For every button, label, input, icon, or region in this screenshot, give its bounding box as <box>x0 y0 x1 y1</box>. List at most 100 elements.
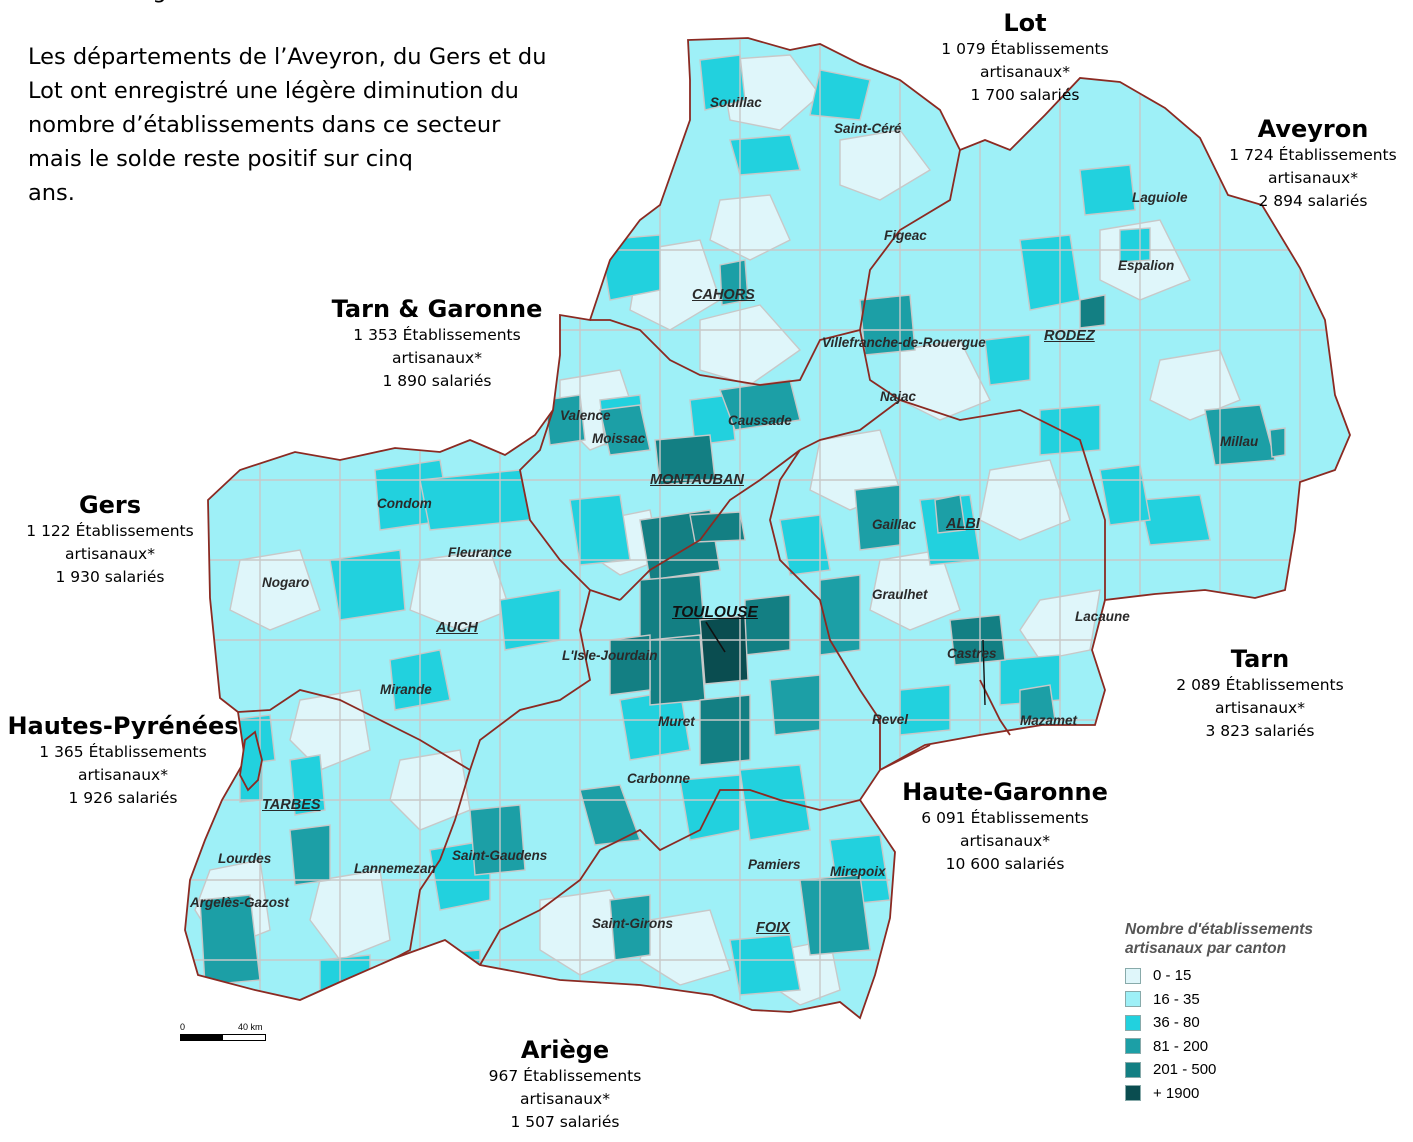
place-label-prefecture: RODEZ <box>1044 328 1095 344</box>
dept-name: Lot <box>1003 9 1047 37</box>
place-label: Muret <box>658 714 695 729</box>
place-label-prefecture: TARBES <box>262 797 321 813</box>
legend-item: 36 - 80 <box>1125 1011 1313 1035</box>
legend-item: 201 - 500 <box>1125 1058 1313 1082</box>
legend-label: 36 - 80 <box>1153 1014 1200 1032</box>
place-label: Revel <box>872 712 909 727</box>
intro-line: Les départements de l’Aveyron, du Gers e… <box>28 44 547 70</box>
place-label-prefecture: FOIX <box>756 920 790 936</box>
dept-unit: artisanaux* <box>1268 169 1358 187</box>
place-label: Saint-Céré <box>834 121 902 136</box>
legend-swatch <box>1125 967 1141 984</box>
dept-unit: artisanaux* <box>520 1090 610 1108</box>
legend-label: + 1900 <box>1153 1084 1200 1102</box>
legend-swatch <box>1125 1014 1141 1031</box>
dept-label-gers: Gers 1 122 Établissements artisanaux* 1 … <box>10 490 210 589</box>
place-label-prefecture: ALBI <box>946 516 980 532</box>
map-legend: Nombre d'établissements artisanaux par c… <box>1125 920 1313 1105</box>
dept-employees: 1 700 salariés <box>970 86 1080 104</box>
place-label: Moissac <box>592 431 646 446</box>
intro-line: mais le solde reste positif sur cinq <box>28 146 413 172</box>
dept-employees: 1 507 salariés <box>510 1113 620 1131</box>
dept-label-lot: Lot 1 079 Établissements artisanaux* 1 7… <box>920 8 1130 107</box>
intro-cut-line: ciments augmenté. <box>28 0 247 8</box>
legend-label: 201 - 500 <box>1153 1061 1217 1079</box>
place-label: Pamiers <box>748 857 801 872</box>
legend-swatch <box>1125 991 1141 1008</box>
place-label: Villefranche-de-Rouergue <box>822 335 986 350</box>
place-label: Espalion <box>1118 258 1175 273</box>
intro-line: ans. <box>28 180 75 206</box>
dept-establishments: 1 122 Établissements <box>26 522 194 540</box>
place-label: Argelès-Gazost <box>190 895 290 910</box>
dept-label-haute-garonne: Haute-Garonne 6 091 Établissements artis… <box>895 777 1115 876</box>
dept-employees: 10 600 salariés <box>945 855 1065 873</box>
place-label: Saint-Girons <box>592 916 674 931</box>
dept-name: Aveyron <box>1257 115 1369 143</box>
scale-start-label: 0 <box>180 1022 186 1032</box>
scale-graphic <box>180 1034 266 1041</box>
place-label: Najac <box>880 389 917 404</box>
place-label: L'Isle-Jourdain <box>562 648 658 663</box>
dept-employees: 1 890 salariés <box>382 372 492 390</box>
place-label: Graulhet <box>872 587 928 602</box>
place-label: Saint-Gaudens <box>452 848 548 863</box>
dept-name: Haute-Garonne <box>902 778 1108 806</box>
place-label: Lannemezan <box>354 861 436 876</box>
place-label: Lourdes <box>218 851 272 866</box>
dept-unit: artisanaux* <box>78 766 168 784</box>
department-boundaries <box>184 37 1351 1020</box>
intro-paragraph: ciments augmenté. Les départements de l’… <box>28 0 668 210</box>
dept-establishments: 6 091 Établissements <box>921 809 1089 827</box>
place-label: Figeac <box>884 228 927 243</box>
intro-line: Lot ont enregistré une légère diminution… <box>28 78 519 104</box>
place-label-prefecture: MONTAUBAN <box>650 472 744 488</box>
place-label: Nogaro <box>262 575 310 590</box>
legend-item: + 1900 <box>1125 1082 1313 1106</box>
place-label: Lacaune <box>1075 609 1130 624</box>
place-label: Carbonne <box>627 771 691 786</box>
place-label-prefecture: AUCH <box>436 620 478 636</box>
dept-unit: artisanaux* <box>960 832 1050 850</box>
legend-item: 0 - 15 <box>1125 964 1313 988</box>
dept-employees: 1 926 salariés <box>68 789 178 807</box>
dept-establishments: 1 724 Établissements <box>1229 146 1397 164</box>
legend-item: 16 - 35 <box>1125 988 1313 1012</box>
dept-unit: artisanaux* <box>65 545 155 563</box>
place-label-prefecture: TOULOUSE <box>672 604 758 621</box>
dept-name: Ariège <box>520 1036 610 1064</box>
dept-name: Gers <box>78 491 142 519</box>
place-label: Fleurance <box>448 545 512 560</box>
dept-unit: artisanaux* <box>392 349 482 367</box>
scale-bar: 0 40 km <box>180 1022 266 1041</box>
dept-establishments: 1 365 Établissements <box>39 743 207 761</box>
place-label: Gaillac <box>872 517 917 532</box>
dept-label-ariege: Ariège 967 Établissements artisanaux* 1 … <box>460 1035 670 1134</box>
dept-unit: artisanaux* <box>1215 699 1305 717</box>
legend-swatch <box>1125 1038 1141 1055</box>
legend-label: 16 - 35 <box>1153 990 1200 1008</box>
dept-unit: artisanaux* <box>980 63 1070 81</box>
dept-name: Hautes-Pyrénées <box>7 712 239 740</box>
place-label: Mirande <box>380 682 432 697</box>
dept-employees: 2 894 salariés <box>1258 192 1368 210</box>
legend-title-line2: artisanaux par canton <box>1125 940 1287 957</box>
dept-label-aveyron: Aveyron 1 724 Établissements artisanaux*… <box>1218 114 1408 213</box>
dept-employees: 1 930 salariés <box>55 568 165 586</box>
legend-label: 0 - 15 <box>1153 967 1192 985</box>
legend-item: 81 - 200 <box>1125 1035 1313 1059</box>
place-label: Souillac <box>710 95 762 110</box>
place-label: Caussade <box>728 413 792 428</box>
dept-label-tarn: Tarn 2 089 Établissements artisanaux* 3 … <box>1160 644 1360 743</box>
dept-label-tarn-garonne: Tarn & Garonne 1 353 Établissements arti… <box>322 294 552 393</box>
cantons-class-4 <box>199 259 1286 986</box>
dept-label-hautes-pyrenees: Hautes-Pyrénées 1 365 Établissements art… <box>5 711 241 810</box>
place-label: Mirepoix <box>830 864 886 879</box>
legend-title-line1: Nombre d'établissements <box>1125 921 1314 938</box>
place-label: Laguiole <box>1132 190 1188 205</box>
dept-establishments: 1 079 Établissements <box>941 40 1109 58</box>
legend-label: 81 - 200 <box>1153 1037 1209 1055</box>
place-label: Millau <box>1220 434 1259 449</box>
legend-swatch <box>1125 1061 1141 1078</box>
